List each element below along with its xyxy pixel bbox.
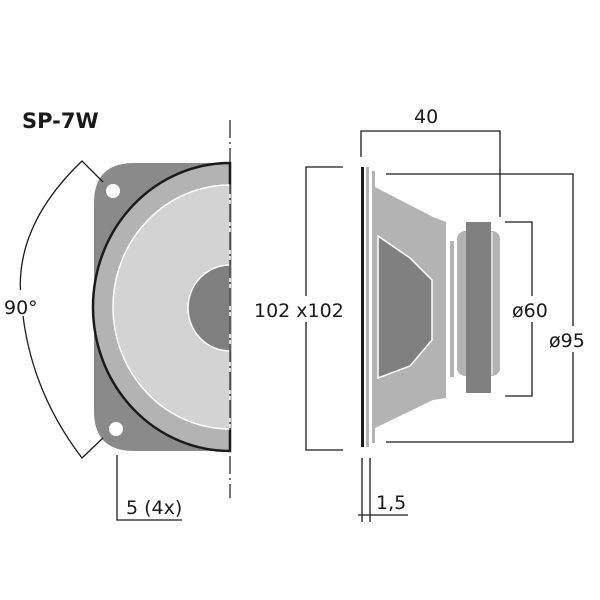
cone-label-backdrop	[548, 326, 600, 352]
thickness-dim-line	[358, 458, 408, 522]
gasket	[366, 167, 369, 447]
front-plate	[361, 167, 364, 447]
dust-cap	[187, 264, 231, 352]
magnet-diameter-label: ø60	[512, 300, 548, 322]
cone-dim-line	[386, 173, 574, 443]
basket-flange	[372, 171, 375, 443]
magnet-label-backdrop	[510, 296, 558, 322]
side-view: 40 102 x102 ø95 ø60 1,5	[252, 106, 600, 522]
frame-size-label: 102 x102	[254, 300, 344, 322]
hole-dim-line	[116, 455, 182, 521]
depth-label: 40	[414, 106, 438, 128]
thickness-label: 1,5	[376, 492, 406, 514]
angle-label-backdrop	[2, 290, 46, 316]
hole-label: 5 (4x)	[126, 497, 182, 519]
mount-hole-icon	[109, 422, 123, 436]
cone-diameter-label: ø95	[549, 330, 585, 352]
top-plate	[450, 241, 454, 377]
model-title: SP-7W	[22, 109, 99, 133]
magnet	[466, 222, 491, 393]
basket-window	[377, 234, 433, 380]
mount-hole-icon	[106, 184, 120, 198]
frame-label-backdrop	[252, 296, 356, 322]
cone	[112, 184, 231, 430]
front-view: 90° 5 (4x)	[2, 120, 232, 521]
angle-label: 90°	[4, 297, 38, 319]
